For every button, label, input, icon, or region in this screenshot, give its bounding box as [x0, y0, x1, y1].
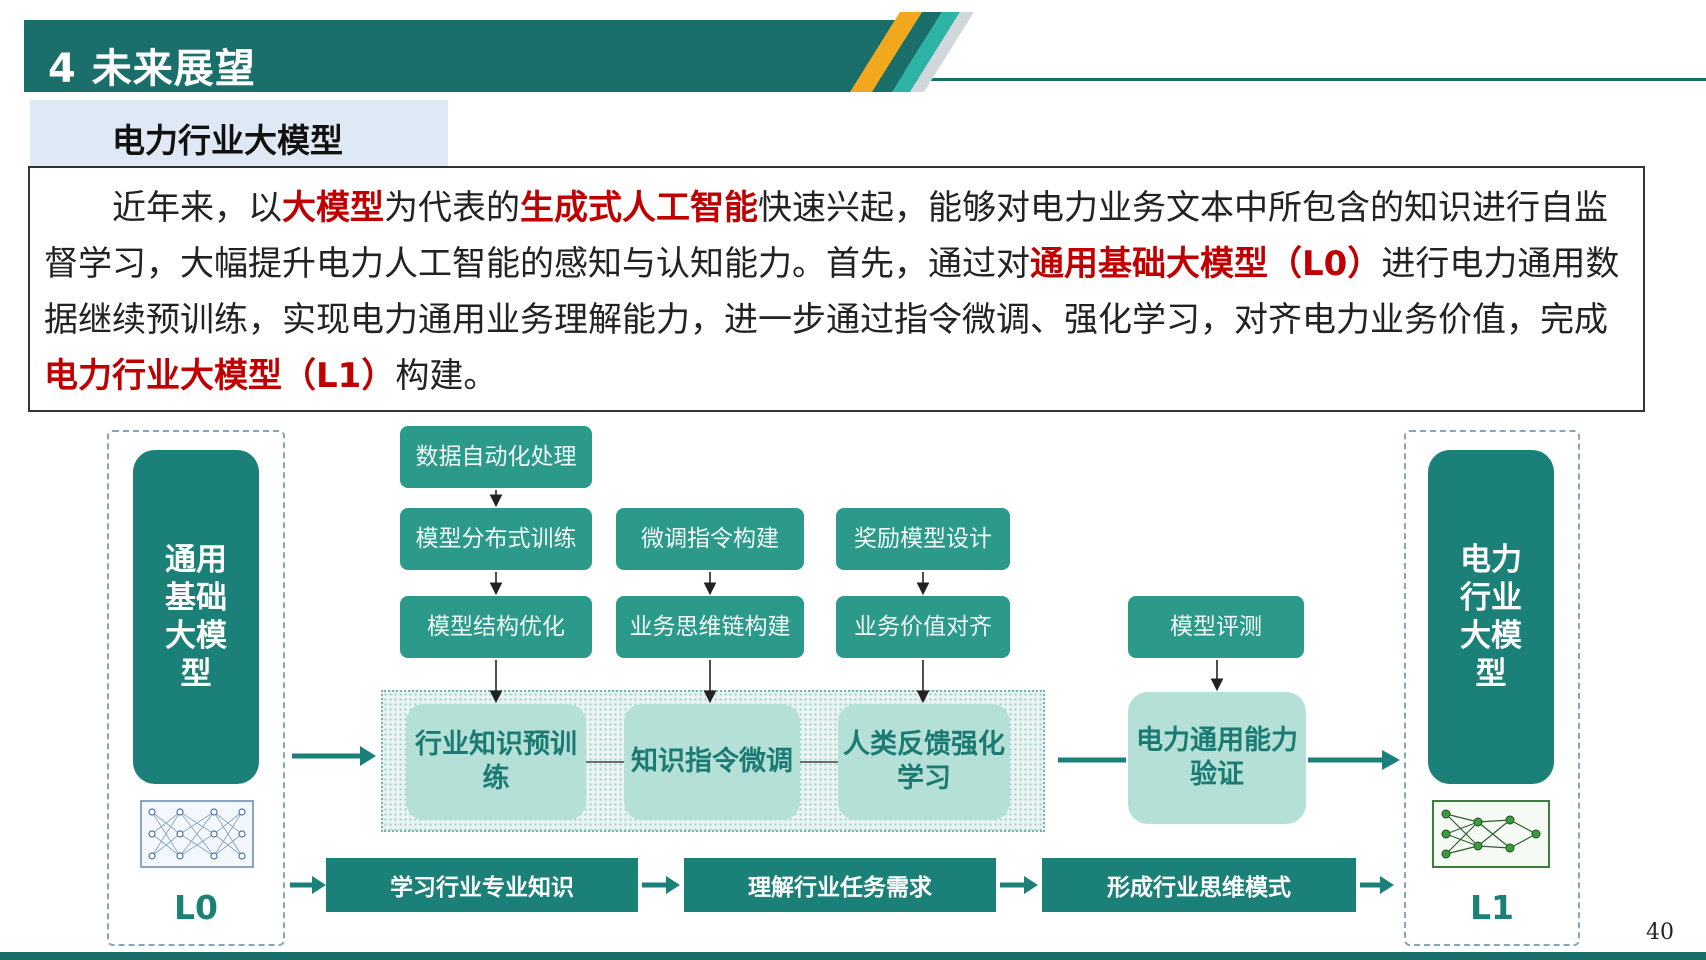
stage-instruction-tuning: 知识指令微调	[624, 704, 800, 820]
para-seg: 构建。	[395, 356, 498, 396]
l0-model-label: 通用基础大模型	[165, 542, 227, 692]
header-stripes-decoration	[850, 12, 974, 92]
l1-level-label: L1	[1470, 888, 1514, 927]
l0-model-pill: 通用基础大模型	[133, 450, 259, 784]
para-highlight: 电力行业大模型（L1）	[44, 356, 396, 396]
neural-network-icon	[140, 800, 254, 868]
outcome-thinking-mode: 形成行业思维模式	[1042, 858, 1356, 912]
step-cot-build: 业务思维链构建	[616, 596, 804, 658]
intro-paragraph: 近年来，以大模型为代表的生成式人工智能快速兴起，能够对电力业务文本中所包含的知识…	[44, 180, 1634, 404]
l1-model-label: 电力行业大模型	[1460, 542, 1522, 692]
step-structure-optimization: 模型结构优化	[400, 596, 592, 658]
l0-level-label: L0	[174, 888, 218, 927]
outcome-learn-knowledge: 学习行业专业知识	[326, 858, 638, 912]
para-seg: 快速兴起，能够对电力业务文本中所包含的知识进行自监督学习，大幅提升电力人工智能的…	[44, 188, 1608, 284]
step-data-processing: 数据自动化处理	[400, 426, 592, 488]
para-highlight: 生成式人工智能	[520, 188, 758, 228]
step-value-alignment: 业务价值对齐	[836, 596, 1010, 658]
header-bar	[24, 20, 904, 92]
l1-container	[1404, 430, 1580, 946]
step-reward-model: 奖励模型设计	[836, 508, 1010, 570]
footer-bar	[0, 952, 1706, 960]
para-seg: 近年来，以	[112, 188, 282, 228]
para-seg: 进行电力通用数据继续预训练，实现电力通用业务理解能力，进一步通过指令微调、强化学…	[44, 244, 1620, 340]
para-seg: 为代表的	[384, 188, 520, 228]
outcome-understand-needs: 理解行业任务需求	[684, 858, 996, 912]
subheading-background	[30, 100, 448, 168]
l1-model-pill: 电力行业大模型	[1428, 450, 1554, 784]
neural-network-icon	[1432, 800, 1550, 868]
stage-rlhf: 人类反馈强化学习	[838, 704, 1010, 820]
para-highlight: 通用基础大模型（L0）	[1030, 244, 1382, 284]
intro-text-box: 近年来，以大模型为代表的生成式人工智能快速兴起，能够对电力业务文本中所包含的知识…	[28, 166, 1645, 412]
stage-pretraining: 行业知识预训练	[406, 704, 586, 820]
stage-capability-verify: 电力通用能力验证	[1128, 692, 1306, 824]
subheading: 电力行业大模型	[112, 121, 343, 160]
step-model-eval: 模型评测	[1128, 596, 1304, 658]
page-number: 40	[1646, 920, 1674, 945]
header-rule	[910, 78, 1706, 81]
page-title: 4 未来展望	[48, 46, 256, 92]
para-highlight: 大模型	[282, 188, 384, 228]
l0-container	[107, 430, 285, 946]
step-instruction-build: 微调指令构建	[616, 508, 804, 570]
step-distributed-training: 模型分布式训练	[400, 508, 592, 570]
